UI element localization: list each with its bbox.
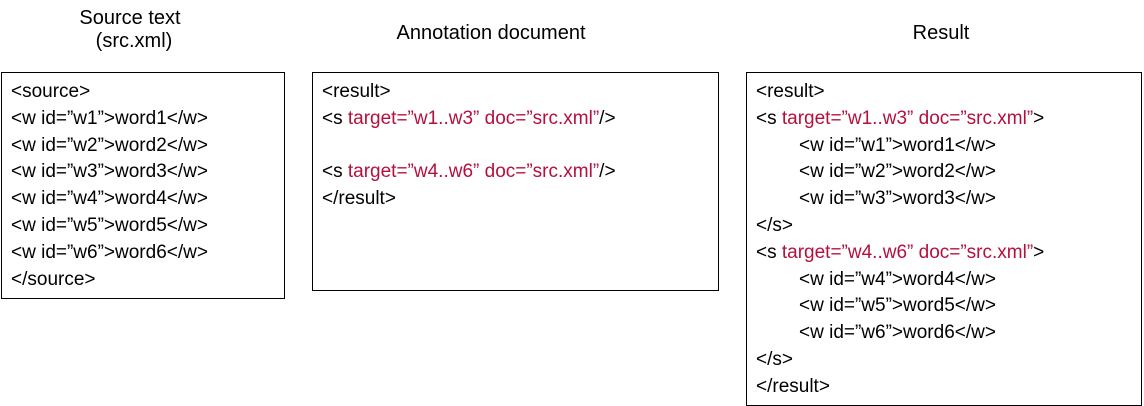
source-line: <w id=”w6”>word6</w> xyxy=(11,241,208,263)
result-result-open: <result> xyxy=(756,81,825,102)
result-s2-close: </s> xyxy=(756,348,793,370)
result-result-close: </result> xyxy=(756,375,830,397)
source-line: <w id=”w1”>word1</w> xyxy=(11,107,208,129)
result-heading: Result xyxy=(841,22,1041,45)
source-line: <w id=”w2”>word2</w> xyxy=(11,134,208,156)
result-s1-tag-open: <s xyxy=(756,107,782,129)
result-word-line: <w id=”w3”>word3</w> xyxy=(799,188,996,210)
source-heading-filename: (src.xml) xyxy=(95,30,173,52)
annotation-heading-title: Annotation document xyxy=(396,22,586,44)
source-line: </source> xyxy=(11,268,96,290)
result-s1-attributes: target=”w1..w3” doc=”src.xml” xyxy=(781,107,1034,129)
result-word-line: <w id=”w6”>word6</w> xyxy=(799,322,996,344)
annotation-s1-element: <s target=”w1..w3” doc=”src.xml”/> xyxy=(322,106,718,133)
annotation-blank-line xyxy=(322,133,718,160)
annotation-result-open: <result> xyxy=(322,81,391,102)
result-word-line: <w id=”w2”>word2</w> xyxy=(799,161,996,183)
annotation-s2-tag-open: <s xyxy=(322,161,348,183)
result-s1-open: <s target=”w1..w3” doc=”src.xml”> xyxy=(756,106,1141,133)
result-s2-tag-close: > xyxy=(1033,241,1045,263)
result-s1-tag-close: > xyxy=(1033,107,1045,129)
source-line: <w id=”w3”>word3</w> xyxy=(11,161,208,183)
annotation-s2-tag-close: /> xyxy=(599,161,616,183)
result-word-line: <w id=”w1”>word1</w> xyxy=(799,134,996,156)
annotation-s1-attributes: target=”w1..w3” doc=”src.xml” xyxy=(347,107,600,129)
result-word-line: <w id=”w5”>word5</w> xyxy=(799,295,996,317)
result-word-line: <w id=”w4”>word4</w> xyxy=(799,268,996,290)
annotation-s2-attributes: target=”w4..w6” doc=”src.xml” xyxy=(347,161,600,183)
annotation-result-close: </result> xyxy=(322,188,396,210)
source-heading: Source text (src.xml) xyxy=(30,7,230,53)
result-s2-tag-open: <s xyxy=(756,241,782,263)
result-heading-title: Result xyxy=(912,22,970,44)
annotation-s1-tag-close: /> xyxy=(599,107,616,129)
source-heading-title: Source text xyxy=(79,7,181,29)
annotation-s2-element: <s target=”w4..w6” doc=”src.xml”/> xyxy=(322,159,718,186)
result-s2-open: <s target=”w4..w6” doc=”src.xml”> xyxy=(756,240,1141,267)
source-panel: <source> <w id=”w1”>word1</w> <w id=”w2”… xyxy=(1,72,285,299)
annotation-heading: Annotation document xyxy=(341,22,641,45)
result-panel: <result> <s target=”w1..w3” doc=”src.xml… xyxy=(746,72,1142,406)
annotation-s1-tag-open: <s xyxy=(322,107,348,129)
result-s1-close: </s> xyxy=(756,214,793,236)
source-line: <source> xyxy=(11,81,91,102)
source-line: <w id=”w4”>word4</w> xyxy=(11,188,208,210)
annotation-panel: <result> <s target=”w1..w3” doc=”src.xml… xyxy=(312,72,719,291)
source-line: <w id=”w5”>word5</w> xyxy=(11,214,208,236)
result-s2-attributes: target=”w4..w6” doc=”src.xml” xyxy=(781,241,1034,263)
